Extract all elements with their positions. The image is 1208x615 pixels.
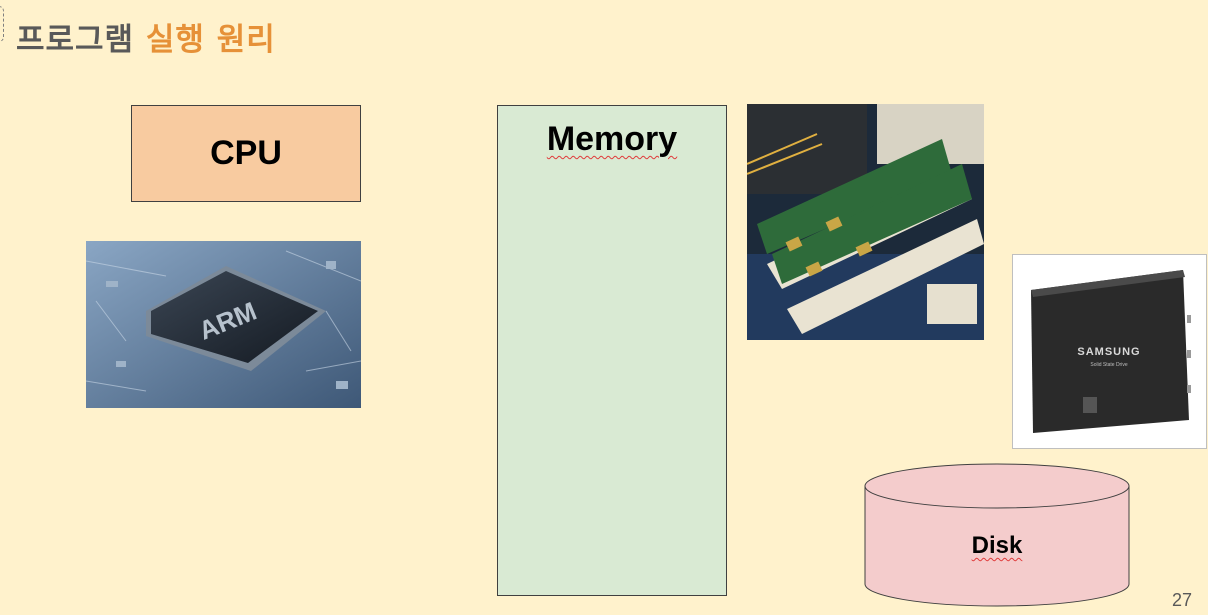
disk-label: Disk [971, 532, 1023, 559]
page-number: 27 [1171, 590, 1192, 610]
slide-selection-handle [0, 6, 4, 42]
slide-title-part2: 실행 원리 [145, 22, 276, 58]
ssd-brand-text: SAMSUNG [1077, 346, 1140, 358]
cpu-label: CPU [210, 134, 282, 172]
slide-title: 프로그램 실행 원리 [16, 14, 276, 59]
ram-modules-image[interactable] [747, 104, 984, 340]
memory-label: Memory [546, 120, 678, 158]
memory-box[interactable]: Memory [497, 105, 727, 596]
arm-chip-image[interactable]: ARM [86, 241, 361, 408]
cpu-box[interactable]: CPU [131, 105, 361, 202]
slide-title-part1: 프로그램 [16, 22, 135, 58]
ssd-image[interactable]: SAMSUNG Solid State Drive [1012, 254, 1207, 449]
ssd-subtitle-text: Solid State Drive [1090, 362, 1127, 368]
disk-cylinder[interactable] [862, 463, 1132, 609]
